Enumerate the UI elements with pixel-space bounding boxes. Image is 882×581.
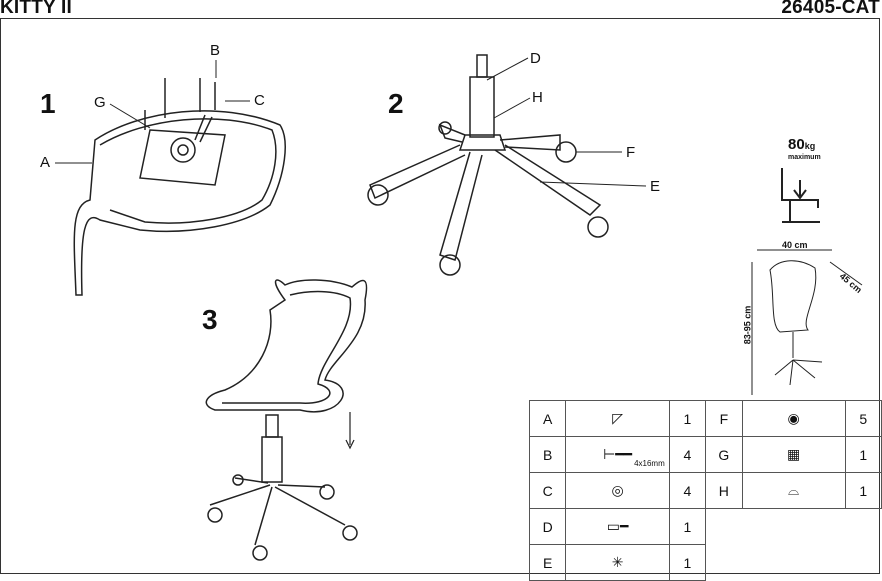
washer-icon: ◎ bbox=[565, 472, 670, 509]
step-3-number: 3 bbox=[202, 304, 218, 335]
parts-table: A ◸ 1 F ◉ 5 B ⊢━━4x16mm 4 G ▦ 1 C ◎ 4 H … bbox=[528, 400, 882, 581]
label-b: B bbox=[210, 42, 221, 59]
label-f: F bbox=[626, 144, 636, 161]
max-load-chair-icon bbox=[781, 168, 820, 223]
product-code: 26405-CAT bbox=[781, 0, 880, 18]
screw-icon: ⊢━━4x16mm bbox=[565, 436, 670, 473]
dimension-chair-icon bbox=[751, 249, 863, 395]
table-row: C ◎ 4 H ⌓ 1 bbox=[528, 472, 882, 509]
table-row: A ◸ 1 F ◉ 5 bbox=[528, 400, 882, 437]
cover-icon: ⌓ bbox=[741, 472, 846, 509]
step2-base-icon bbox=[367, 54, 647, 276]
step3-assembled-chair-icon bbox=[205, 279, 368, 561]
diagram-frame bbox=[0, 18, 880, 574]
label-g: G bbox=[94, 94, 106, 111]
star-base-icon: ✳ bbox=[565, 544, 670, 581]
label-h: H bbox=[532, 89, 543, 106]
max-load-caption: maximum bbox=[788, 154, 821, 161]
table-row: D ▭━ 1 bbox=[528, 508, 882, 545]
dimension-width: 40 cm bbox=[782, 240, 808, 250]
step-2-number: 2 bbox=[388, 88, 404, 119]
seat-shell-icon: ◸ bbox=[565, 400, 670, 437]
step1-seat-shell-icon bbox=[55, 60, 286, 296]
step-1-number: 1 bbox=[40, 88, 56, 119]
label-e: E bbox=[650, 178, 661, 195]
gas-lift-icon: ▭━ bbox=[565, 508, 670, 545]
caster-icon: ◉ bbox=[741, 400, 846, 437]
mechanism-plate-icon: ▦ bbox=[741, 436, 846, 473]
label-c: C bbox=[254, 92, 265, 109]
max-load-value: 80kg bbox=[788, 136, 816, 153]
dimension-height: 83-95 cm bbox=[742, 305, 753, 345]
product-name: KITTY II bbox=[0, 0, 72, 18]
label-d: D bbox=[530, 50, 541, 67]
label-a: A bbox=[40, 154, 51, 171]
table-row: B ⊢━━4x16mm 4 G ▦ 1 bbox=[528, 436, 882, 473]
table-row: E ✳ 1 bbox=[528, 544, 882, 581]
